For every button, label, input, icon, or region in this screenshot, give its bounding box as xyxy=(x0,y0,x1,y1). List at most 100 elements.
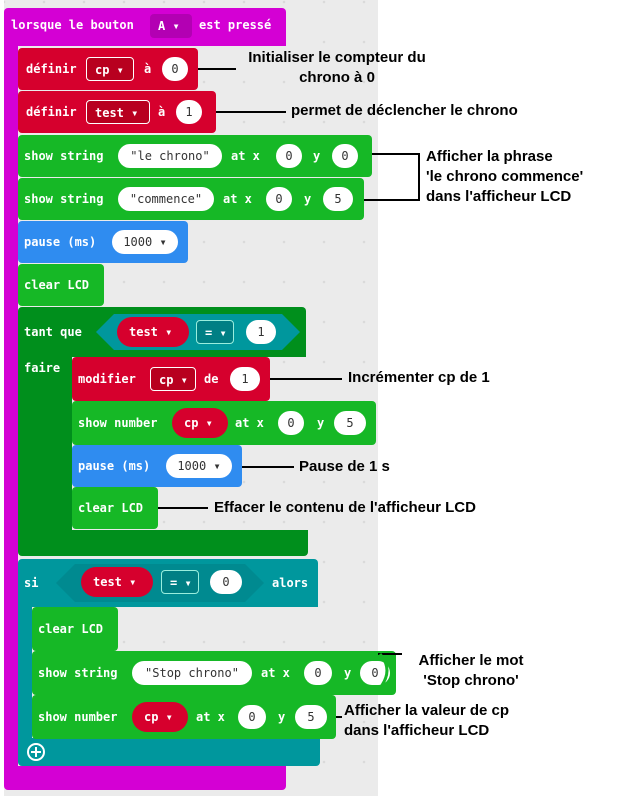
while-var: test xyxy=(129,325,158,339)
set-test-var: test xyxy=(95,106,124,120)
annotation-stop-line2: 'Stop chrono' xyxy=(423,672,519,689)
button-value: A xyxy=(158,19,166,33)
while-var-dropdown[interactable]: test ▾ xyxy=(117,317,189,347)
show-number-2-y-label: y xyxy=(278,710,286,724)
show-string-2-text-input[interactable]: "commence" xyxy=(118,187,214,211)
if-keyword: si xyxy=(24,576,39,590)
change-cp-by: de xyxy=(204,372,219,386)
pause-1-keyword: pause (ms) xyxy=(24,235,97,249)
event-block-footer xyxy=(4,766,286,790)
add-else-icon[interactable] xyxy=(26,742,46,762)
show-number-2-var: cp xyxy=(144,710,159,724)
show-string-3-y-label: y xyxy=(344,666,352,680)
event-block[interactable] xyxy=(4,8,286,46)
show-number-1-var: cp xyxy=(184,416,199,430)
show-number-1-x-input[interactable]: 0 xyxy=(278,411,304,435)
show-string-3-text-input[interactable]: "Stop chrono" xyxy=(132,661,252,685)
clear-lcd-1-block[interactable] xyxy=(18,264,104,306)
annotation-show-phrase-line2: 'le chrono commence' xyxy=(426,168,584,185)
show-number-1-keyword: show number xyxy=(78,416,158,430)
show-number-1-y-input[interactable]: 5 xyxy=(334,411,366,435)
connector-3c xyxy=(364,199,420,201)
connector-4 xyxy=(270,378,342,380)
set-cp-var-dropdown[interactable]: cp ▾ xyxy=(86,57,134,81)
set-test-var-dropdown[interactable]: test ▾ xyxy=(86,100,150,124)
show-string-1-x-input[interactable]: 0 xyxy=(276,144,302,168)
set-cp-var: cp xyxy=(95,63,110,77)
annotation-show-phrase-line3: dans l'afficheur LCD xyxy=(426,188,572,205)
show-string-2-y-label: y xyxy=(304,192,312,206)
while-value-input[interactable]: 1 xyxy=(246,320,276,344)
show-string-3-keyword: show string xyxy=(38,666,118,680)
event-block-body xyxy=(4,44,18,768)
annotation-show-cp-line2: dans l'afficheur LCD xyxy=(344,722,490,739)
show-number-2-y-input[interactable]: 5 xyxy=(295,705,327,729)
if-var: test xyxy=(93,575,122,589)
change-cp-value-input[interactable]: 1 xyxy=(230,367,260,391)
while-op-dropdown[interactable]: = ▾ xyxy=(196,320,234,344)
event-label-b: est pressé xyxy=(199,18,272,32)
set-cp-value-input[interactable]: 0 xyxy=(162,57,188,81)
button-dropdown[interactable]: A ▾ xyxy=(150,14,192,38)
show-string-1-at-x: at x xyxy=(231,149,260,163)
if-var-dropdown[interactable]: test ▾ xyxy=(81,567,153,597)
show-number-1-var-dropdown[interactable]: cp ▾ xyxy=(172,408,228,438)
connector-5 xyxy=(242,466,294,468)
show-string-2-at-x: at x xyxy=(223,192,252,206)
show-number-1-at-x: at x xyxy=(235,416,264,430)
if-op: = xyxy=(170,576,178,590)
annotation-trigger: permet de déclencher le chrono xyxy=(291,102,518,119)
connector-2 xyxy=(216,111,286,113)
show-string-2-keyword: show string xyxy=(24,192,104,206)
annotation-pause: Pause de 1 s xyxy=(299,458,390,475)
show-number-2-var-dropdown[interactable]: cp ▾ xyxy=(132,702,188,732)
annotation-show-phrase-line1: Afficher la phrase xyxy=(426,148,553,165)
while-block-body xyxy=(18,355,72,535)
annotation-stop: Afficher le mot 'Stop chrono' xyxy=(410,651,532,691)
show-number-2-x-input[interactable]: 0 xyxy=(238,705,266,729)
show-string-1-y-input[interactable]: 0 xyxy=(332,144,358,168)
set-cp-to: à xyxy=(144,62,152,76)
connector-1 xyxy=(198,68,236,70)
show-number-2-at-x: at x xyxy=(196,710,225,724)
set-test-keyword: définir xyxy=(26,105,77,119)
clear-lcd-2-block[interactable] xyxy=(72,487,158,529)
if-block-footer xyxy=(18,738,320,766)
clear-lcd-3-block[interactable] xyxy=(32,607,118,651)
pause-2-keyword: pause (ms) xyxy=(78,459,151,473)
pause-2-value: 1000 xyxy=(177,459,207,473)
connector-3a xyxy=(372,153,420,155)
change-cp-var: cp xyxy=(159,373,174,387)
if-op-dropdown[interactable]: = ▾ xyxy=(161,570,199,594)
if-value-input[interactable]: 0 xyxy=(210,570,242,594)
show-number-1-y-label: y xyxy=(317,416,325,430)
clear-lcd-2-label: clear LCD xyxy=(78,501,144,515)
pause-2-value-dropdown[interactable]: 1000 ▾ xyxy=(166,454,232,478)
connector-6 xyxy=(158,507,208,509)
annotation-clear: Effacer le contenu de l'afficheur LCD xyxy=(214,499,476,516)
show-string-2-x-input[interactable]: 0 xyxy=(266,187,292,211)
annotation-show-cp: Afficher la valeur de cp dans l'afficheu… xyxy=(344,701,509,741)
annotation-init-cp-line1: Initialiser le compteur du xyxy=(248,49,426,66)
annotation-init-cp-line2: chrono à 0 xyxy=(299,69,375,86)
show-string-1-y-label: y xyxy=(313,149,321,163)
set-test-value-input[interactable]: 1 xyxy=(176,100,202,124)
change-cp-var-dropdown[interactable]: cp ▾ xyxy=(150,367,196,391)
annotation-show-phrase: Afficher la phrase 'le chrono commence' … xyxy=(426,147,583,207)
while-keyword: tant que xyxy=(24,325,82,339)
set-cp-keyword: définir xyxy=(26,62,77,76)
pause-1-value: 1000 xyxy=(123,235,153,249)
connector-8 xyxy=(336,716,342,718)
pause-1-value-dropdown[interactable]: 1000 ▾ xyxy=(112,230,178,254)
show-string-1-text-input[interactable]: "le chrono" xyxy=(118,144,222,168)
while-op: = xyxy=(205,326,213,340)
clear-lcd-3-label: clear LCD xyxy=(38,622,104,636)
annotation-increment: Incrémenter cp de 1 xyxy=(348,369,490,386)
show-number-2-keyword: show number xyxy=(38,710,118,724)
show-string-3-at-x: at x xyxy=(261,666,290,680)
set-test-to: à xyxy=(158,105,166,119)
show-string-3-x-input[interactable]: 0 xyxy=(304,661,332,685)
show-string-2-y-input[interactable]: 5 xyxy=(323,187,353,211)
show-string-1-keyword: show string xyxy=(24,149,104,163)
annotation-show-cp-line1: Afficher la valeur de cp xyxy=(344,702,510,719)
